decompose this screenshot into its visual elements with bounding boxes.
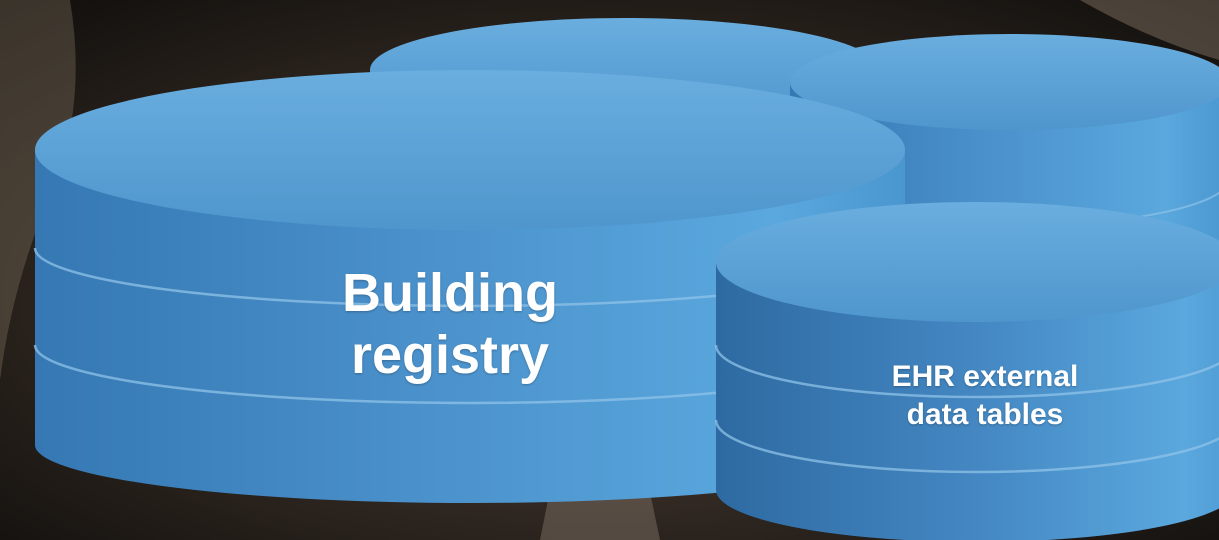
building-registry-line-2: registry: [350, 325, 550, 385]
ehr-tables-label: EHR external data tables: [820, 358, 1150, 434]
building-registry-label: Building registry: [200, 262, 700, 386]
cylinder-ehr-tables: [714, 202, 1219, 540]
ehr-tables-line-1: EHR external: [891, 360, 1079, 393]
background-shape-right: [1080, 0, 1219, 60]
building-registry-line-1: Building: [342, 263, 558, 323]
cylinder-building-registry: [33, 70, 907, 503]
ehr-tables-line-2: data tables: [906, 398, 1064, 431]
